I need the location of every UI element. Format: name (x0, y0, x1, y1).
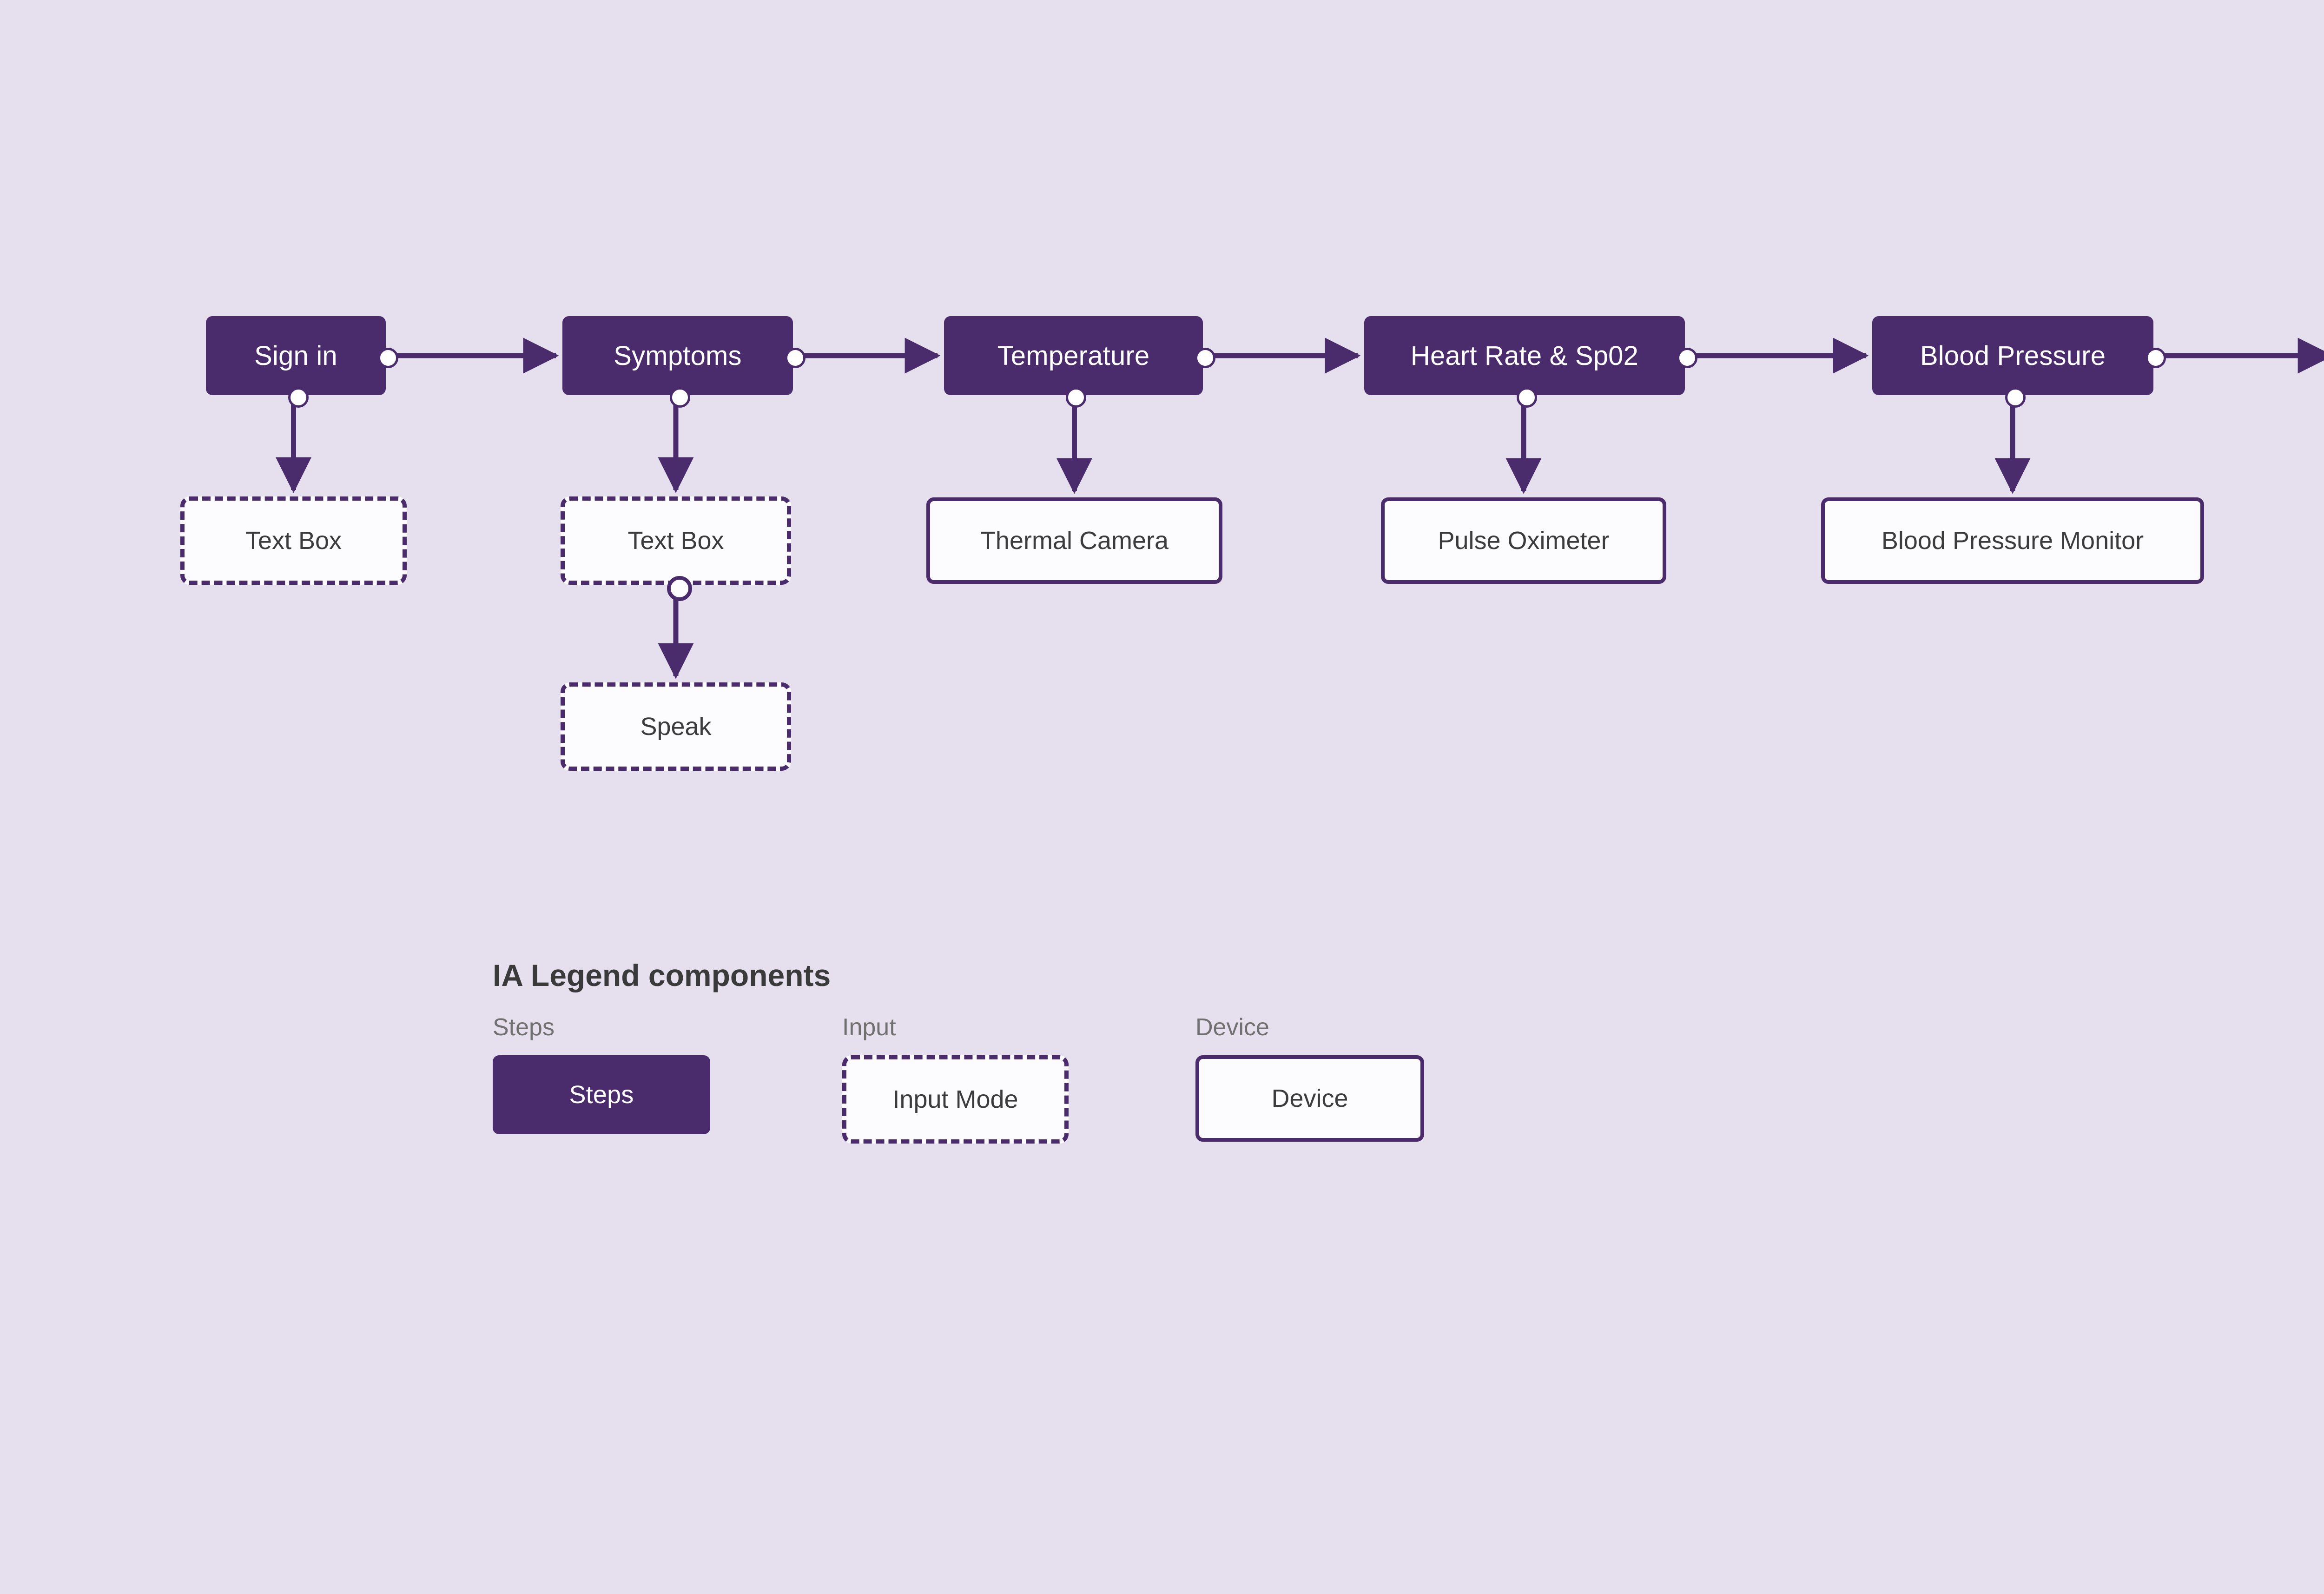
output-port-bottom-sign-in[interactable] (288, 387, 309, 408)
output-port-right-sign-in[interactable] (378, 348, 398, 368)
output-port-bottom-heart-rate-spo2[interactable] (1517, 387, 1537, 408)
step-node-blood-pressure[interactable]: Blood Pressure (1872, 316, 2153, 395)
legend-caption-steps: Steps (493, 1014, 555, 1041)
step-node-symptoms[interactable]: Symptoms (562, 316, 793, 395)
output-port-right-heart-rate-spo2[interactable] (1677, 348, 1697, 368)
output-port-right-temperature[interactable] (1195, 348, 1215, 368)
input-node-symptoms-text-box-label: Text Box (627, 527, 724, 555)
step-node-symptoms-label: Symptoms (614, 340, 742, 371)
legend-swatch-label-steps: Steps (569, 1081, 634, 1109)
output-port-right-symptoms[interactable] (785, 348, 805, 368)
step-node-heart-rate-spo2-label: Heart Rate & Sp02 (1410, 340, 1639, 371)
output-port-bottom-blood-pressure[interactable] (2005, 387, 2026, 408)
legend-caption-input: Input (842, 1014, 896, 1041)
legend-title: IA Legend components (493, 958, 831, 992)
input-node-symptoms-speak-label: Speak (640, 713, 712, 741)
legend-caption-device: Device (1195, 1014, 1269, 1041)
legend-swatch-label-input: Input Mode (892, 1085, 1018, 1113)
device-node-thermal-camera-label: Thermal Camera (980, 527, 1169, 555)
step-node-sign-in[interactable]: Sign in (206, 316, 386, 395)
output-port-right-blood-pressure[interactable] (2146, 348, 2166, 368)
output-port-bottom-symptoms[interactable] (670, 387, 690, 408)
device-node-blood-pressure-monitor-label: Blood Pressure Monitor (1881, 527, 2144, 555)
input-node-symptoms-speak[interactable]: Speak (561, 682, 791, 771)
input-node-sign-in-text-box-label: Text Box (245, 527, 342, 555)
step-node-temperature[interactable]: Temperature (944, 316, 1203, 395)
legend-swatch-steps[interactable]: Steps (493, 1055, 710, 1134)
step-node-blood-pressure-label: Blood Pressure (1920, 340, 2106, 371)
legend-swatch-input[interactable]: Input Mode (842, 1055, 1069, 1144)
output-port-bottom-temperature[interactable] (1065, 387, 1086, 408)
legend-swatch-device[interactable]: Device (1195, 1055, 1424, 1142)
device-node-blood-pressure-monitor[interactable]: Blood Pressure Monitor (1821, 497, 2204, 584)
input-node-sign-in-text-box[interactable]: Text Box (180, 496, 407, 585)
device-node-thermal-camera[interactable]: Thermal Camera (926, 497, 1222, 584)
device-node-pulse-oximeter-label: Pulse Oximeter (1438, 527, 1610, 555)
output-port-bottom-symptoms-text-box[interactable] (667, 576, 692, 601)
step-node-heart-rate-spo2[interactable]: Heart Rate & Sp02 (1364, 316, 1685, 395)
legend-swatch-label-device: Device (1271, 1085, 1348, 1112)
device-node-pulse-oximeter[interactable]: Pulse Oximeter (1381, 497, 1666, 584)
step-node-sign-in-label: Sign in (254, 340, 337, 371)
step-node-temperature-label: Temperature (997, 340, 1150, 371)
input-node-symptoms-text-box[interactable]: Text Box (561, 496, 791, 585)
